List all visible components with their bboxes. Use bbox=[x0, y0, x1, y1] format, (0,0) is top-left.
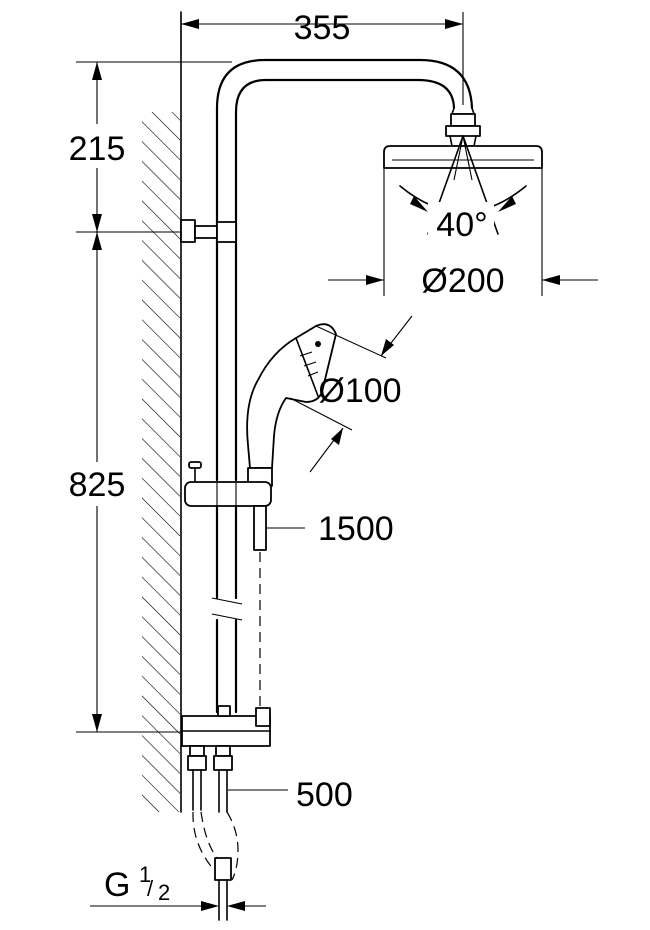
hand-shower-body bbox=[246, 323, 337, 469]
thread-denominator-label: 2 bbox=[158, 880, 170, 905]
bracket-clamp bbox=[216, 221, 237, 243]
mixer-body bbox=[181, 705, 271, 813]
head-swivel bbox=[445, 125, 481, 137]
hand-shower-diameter-label: Ø100 bbox=[318, 372, 401, 410]
hand-shower-face bbox=[295, 337, 319, 397]
bottom-nut bbox=[214, 857, 232, 881]
thread-numerator-label: 1 bbox=[139, 862, 151, 887]
thread-slash: / bbox=[147, 876, 154, 901]
arrow-right bbox=[445, 19, 463, 29]
upper-wall-bracket bbox=[180, 219, 237, 243]
dimension-height-arm: 215 bbox=[58, 61, 232, 233]
inlet-nut-left bbox=[187, 755, 207, 771]
dimension-hand-shower-diameter: Ø100 bbox=[289, 315, 413, 473]
width-top-label: 355 bbox=[294, 9, 351, 47]
riser-outer bbox=[215, 58, 474, 482]
dimension-outlet-length: 500 bbox=[228, 776, 353, 814]
thread-prefix-label: G bbox=[104, 866, 130, 904]
bottom-fitting bbox=[214, 857, 232, 921]
inlet-nut-right bbox=[213, 755, 233, 771]
arrow-left bbox=[181, 19, 199, 29]
hose-connector bbox=[253, 505, 267, 551]
outlet-length-label: 500 bbox=[296, 776, 353, 814]
height-arm-label: 215 bbox=[69, 130, 126, 168]
dimension-head-diameter: Ø200 bbox=[328, 262, 598, 300]
dimension-width-top: 355 bbox=[180, 9, 464, 105]
dimension-thread: G 1 / 2 bbox=[90, 862, 266, 911]
arm-nut bbox=[450, 113, 476, 127]
diverter-knob bbox=[255, 707, 271, 727]
hose-length-label: 1500 bbox=[318, 510, 394, 548]
slide-holder-body bbox=[184, 481, 272, 507]
shower-riser bbox=[215, 58, 481, 482]
dimension-hose-length: 1500 bbox=[266, 510, 394, 548]
wall bbox=[142, 11, 182, 813]
spray-angle-label: 40° bbox=[436, 206, 487, 244]
wall-hatching bbox=[142, 112, 180, 812]
riser-lower bbox=[211, 504, 243, 714]
dimension-height-bar: 825 bbox=[58, 232, 186, 733]
slide-holder bbox=[184, 461, 272, 551]
riser-inner bbox=[234, 78, 456, 482]
head-shower-body bbox=[383, 145, 543, 169]
height-bar-label: 825 bbox=[69, 466, 126, 504]
head-shower: 40° bbox=[383, 135, 543, 296]
head-diameter-label: Ø200 bbox=[421, 262, 504, 300]
